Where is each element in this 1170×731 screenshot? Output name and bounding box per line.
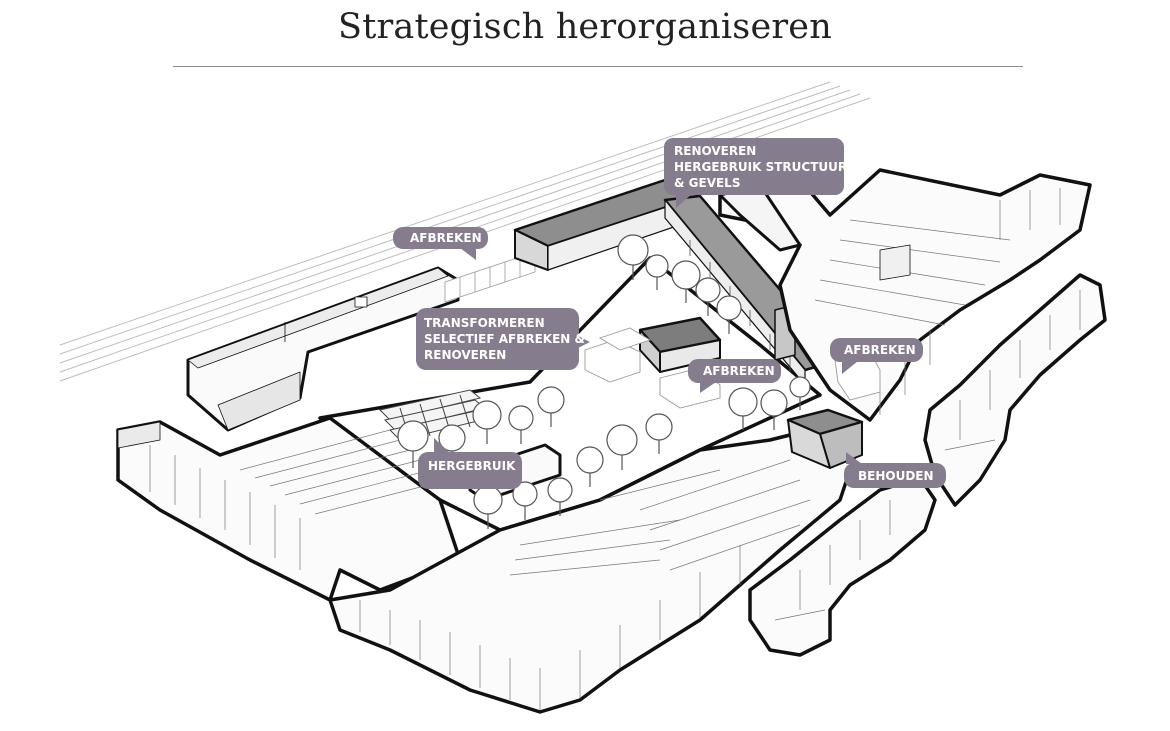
tree [671,260,701,303]
tree [789,376,811,410]
trees [397,234,811,529]
tree [508,405,534,444]
tree [397,420,429,468]
callout-transformeren-line-2: SELECTIEF AFBREKEN & [424,332,585,346]
callout-behouden-label: BEHOUDEN [858,469,934,483]
tree [606,424,638,470]
title-divider [173,66,1023,67]
terrace-south [328,418,862,714]
terrace-east [923,273,1107,507]
tree [576,446,604,487]
terrace-southeast [748,476,937,657]
callout-renoveren: RENOVEREN HERGEBRUIK STRUCTUUR & GEVELS [664,138,847,208]
callout-afbreken-north: AFBREKEN [393,227,488,260]
hall-transformeren [638,316,722,373]
tree [760,389,788,430]
page-title: Strategisch herorganiseren [338,7,832,47]
callout-afbreken-north-label: AFBREKEN [410,231,482,245]
callout-afbreken-east-label: AFBREKEN [844,343,916,357]
callout-afbreken-east: AFBREKEN [830,338,923,374]
callout-afbreken-center: AFBREKEN [688,359,781,393]
callout-transformeren: TRANSFORMEREN SELECTIEF AFBREKEN & RENOV… [416,308,590,370]
terrace-northeast [718,168,1092,422]
tree [716,295,742,334]
callout-renoveren-line-1: RENOVEREN [674,144,756,158]
tree [695,277,721,316]
tree [617,234,649,280]
tree [728,387,758,430]
tree [537,386,565,427]
building-northwest [186,266,460,432]
callout-hergebruik: HERGEBRUIK [418,438,522,489]
callout-behouden: BEHOUDEN [844,452,946,488]
callout-hergebruik-label: HERGEBRUIK [428,459,516,473]
tree [512,481,538,520]
callout-transformeren-line-1: TRANSFORMEREN [424,316,545,330]
callout-transformeren-line-3: RENOVEREN [424,348,506,362]
sheds-afbreken-north [444,251,536,303]
callout-renoveren-line-3: & GEVELS [674,176,740,190]
tree [645,413,673,454]
tree [472,400,502,444]
tree [547,477,573,516]
callout-afbreken-center-label: AFBREKEN [703,364,775,378]
callout-renoveren-line-2: HERGEBRUIK STRUCTUUR [674,160,847,174]
tree [645,254,669,290]
